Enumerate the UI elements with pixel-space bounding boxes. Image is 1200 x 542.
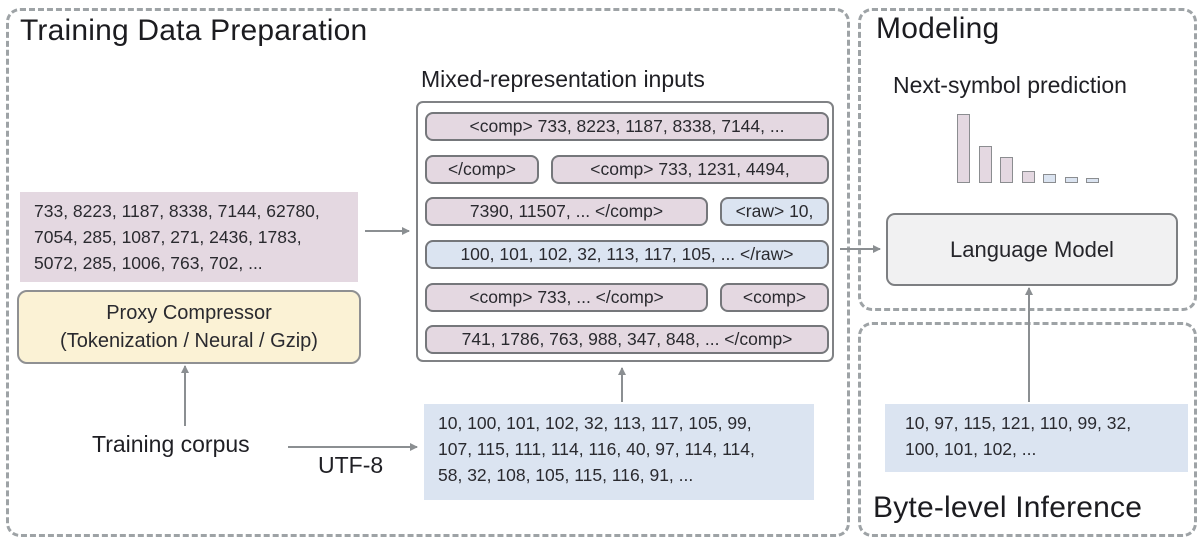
prediction-bar — [1064, 177, 1078, 183]
token-pill: </comp> — [425, 155, 539, 184]
token-pill: 741, 1786, 763, 988, 347, 848, ... </com… — [425, 325, 829, 354]
mixed-inputs-title: Mixed-representation inputs — [421, 66, 705, 92]
mixed-inputs-row: <comp> 733, ... </comp> <comp> — [425, 283, 829, 312]
compressed-token-line: 733, 8223, 1187, 8338, 7144, 62780, — [34, 201, 320, 221]
language-model-label: Language Model — [950, 236, 1114, 262]
token-pill: <comp> 733, 1231, 4494, — [551, 155, 829, 184]
training-corpus-label: Training corpus — [92, 431, 250, 457]
mixed-inputs-row: 100, 101, 102, 32, 113, 117, 105, ... </… — [425, 240, 829, 269]
proxy-compressor-line: (Tokenization / Neural / Gzip) — [60, 330, 318, 352]
mixed-inputs-box: <comp> 733, 8223, 1187, 8338, 7144, ... … — [416, 101, 834, 362]
utf8-bytes-line: 10, 100, 101, 102, 32, 113, 117, 105, 99… — [438, 413, 752, 433]
prediction-bar — [1021, 171, 1035, 183]
token-pill: <comp> 733, ... </comp> — [425, 283, 708, 312]
mixed-inputs-row: </comp> <comp> 733, 1231, 4494, — [425, 155, 829, 184]
utf8-bytes-line: 107, 115, 111, 114, 116, 40, 97, 114, 11… — [438, 439, 755, 459]
token-pill: 100, 101, 102, 32, 113, 117, 105, ... </… — [425, 240, 829, 269]
utf8-bytes-box: 10, 100, 101, 102, 32, 113, 117, 105, 99… — [424, 404, 814, 500]
inference-panel-title: Byte-level Inference — [873, 491, 1143, 524]
modeling-panel — [858, 8, 1197, 311]
modeling-panel-title: Modeling — [876, 12, 1000, 45]
next-symbol-prediction-label: Next-symbol prediction — [893, 72, 1127, 98]
utf8-bytes-line: 58, 32, 108, 105, 115, 116, 91, ... — [438, 465, 694, 485]
mixed-inputs-row: 741, 1786, 763, 988, 347, 848, ... </com… — [425, 325, 829, 354]
proxy-compressor-box: Proxy Compressor (Tokenization / Neural … — [17, 290, 361, 364]
prediction-bar — [1086, 178, 1099, 183]
language-model-box: Language Model — [886, 213, 1178, 286]
inference-bytes-line: 100, 101, 102, ... — [905, 439, 1037, 459]
training-panel-title: Training Data Preparation — [20, 14, 368, 47]
token-pill: <comp> — [720, 283, 829, 312]
next-symbol-histogram — [957, 114, 1099, 183]
inference-bytes-line: 10, 97, 115, 121, 110, 99, 32, — [905, 413, 1132, 433]
training-data-preparation-panel — [6, 8, 850, 537]
mixed-inputs-row: <comp> 733, 8223, 1187, 8338, 7144, ... — [425, 112, 829, 141]
inference-bytes-box: 10, 97, 115, 121, 110, 99, 32, 100, 101,… — [885, 404, 1188, 472]
prediction-bar — [978, 146, 992, 183]
byte-level-inference-panel — [858, 322, 1197, 537]
proxy-compressor-line: Proxy Compressor — [106, 302, 272, 324]
token-pill: <raw> 10, — [720, 197, 829, 226]
utf8-label: UTF-8 — [318, 452, 384, 478]
token-pill: 7390, 11507, ... </comp> — [425, 197, 708, 226]
compressed-token-ids-box: 733, 8223, 1187, 8338, 7144, 62780, 7054… — [20, 192, 358, 282]
prediction-bar — [1043, 174, 1056, 183]
compressed-token-line: 7054, 285, 1087, 271, 2436, 1783, — [34, 227, 302, 247]
prediction-bar — [1000, 157, 1013, 183]
token-pill: <comp> 733, 8223, 1187, 8338, 7144, ... — [425, 112, 829, 141]
prediction-bar — [957, 114, 970, 183]
mixed-inputs-row: 7390, 11507, ... </comp> <raw> 10, — [425, 197, 829, 226]
compressed-token-line: 5072, 285, 1006, 763, 702, ... — [34, 253, 263, 273]
